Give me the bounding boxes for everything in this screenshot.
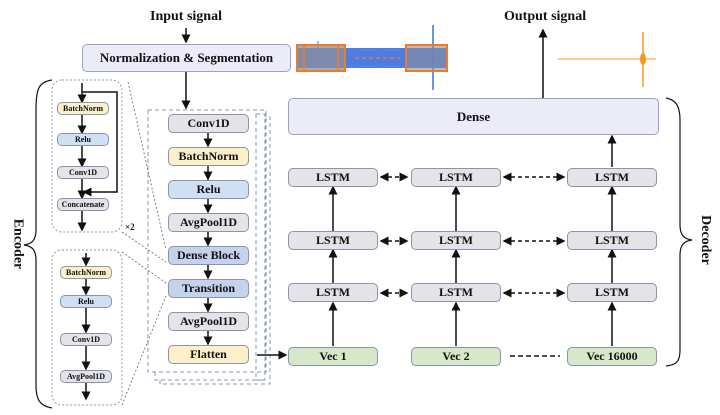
stack-relu: Relu bbox=[168, 180, 249, 199]
stack-conv1d: Conv1D bbox=[168, 114, 249, 133]
stack-dense-block: Dense Block bbox=[168, 246, 249, 265]
transition-batchnorm-label: BatchNorm bbox=[66, 268, 106, 277]
transition-batchnorm: BatchNorm bbox=[60, 266, 112, 279]
normalization-label: Normalization & Segmentation bbox=[99, 50, 274, 65]
segment-window-2 bbox=[405, 44, 448, 72]
transition-avgpool1d-label: AvgPool1D bbox=[66, 372, 106, 381]
stack-flatten-label: Flatten bbox=[190, 347, 227, 361]
lstm-cell: LSTM bbox=[411, 168, 501, 187]
transition-relu-label: Relu bbox=[78, 297, 94, 306]
lstm-cell: LSTM bbox=[411, 283, 501, 302]
lstm-label: LSTM bbox=[438, 233, 473, 247]
lstm-label: LSTM bbox=[438, 170, 473, 184]
stack-conv1d-label: Conv1D bbox=[187, 116, 230, 130]
lstm-cell: LSTM bbox=[288, 283, 378, 302]
lstm-label: LSTM bbox=[594, 170, 629, 184]
transition-conv1d-label: Conv1D bbox=[71, 335, 100, 344]
lstm-label: LSTM bbox=[315, 285, 350, 299]
decoder-label: Decoder bbox=[697, 215, 713, 265]
vec-16000-label: Vec 16000 bbox=[586, 349, 638, 363]
detail-conv1d-label: Conv1D bbox=[68, 168, 97, 177]
lstm-cell: LSTM bbox=[411, 231, 501, 250]
stack-avgpool1d-2: AvgPool1D bbox=[168, 312, 249, 331]
stack-batchnorm-label: BatchNorm bbox=[178, 149, 239, 163]
detail-conv1d: Conv1D bbox=[57, 166, 109, 179]
vec-2: Vec 2 bbox=[411, 347, 501, 366]
vec-2-label: Vec 2 bbox=[442, 349, 470, 363]
vec-1: Vec 1 bbox=[288, 347, 378, 366]
stack-avgpool1d-1-label: AvgPool1D bbox=[179, 215, 238, 229]
lstm-cell: LSTM bbox=[567, 231, 657, 250]
detail-batchnorm: BatchNorm bbox=[57, 102, 109, 115]
vec-1-label: Vec 1 bbox=[319, 349, 347, 363]
segment-window-1 bbox=[296, 44, 346, 72]
lstm-label: LSTM bbox=[315, 233, 350, 247]
lstm-label: LSTM bbox=[594, 233, 629, 247]
stack-avgpool1d-1: AvgPool1D bbox=[168, 213, 249, 232]
lstm-label: LSTM bbox=[594, 285, 629, 299]
output-waveform bbox=[558, 32, 656, 87]
dense-label: Dense bbox=[456, 108, 491, 124]
transition-relu: Relu bbox=[60, 295, 112, 308]
lstm-cell: LSTM bbox=[288, 168, 378, 187]
decoder-vertical-arrows bbox=[328, 134, 617, 346]
stack-flatten: Flatten bbox=[168, 345, 249, 364]
input-signal-label: Input signal bbox=[150, 9, 222, 24]
stack-transition-label: Transition bbox=[181, 281, 236, 295]
detail-batchnorm-label: BatchNorm bbox=[63, 104, 103, 113]
stack-transition: Transition bbox=[168, 279, 249, 298]
transition-conv1d: Conv1D bbox=[60, 333, 112, 346]
stack-avgpool1d-2-label: AvgPool1D bbox=[179, 314, 238, 328]
input-waveform bbox=[296, 25, 448, 90]
lstm-cell: LSTM bbox=[567, 283, 657, 302]
stack-relu-label: Relu bbox=[196, 182, 221, 196]
stack-batchnorm: BatchNorm bbox=[168, 147, 249, 166]
encoder-label: Encoder bbox=[10, 218, 26, 270]
output-signal-label: Output signal bbox=[504, 9, 587, 24]
detail-relu: Relu bbox=[57, 133, 109, 146]
repeat-label: ×2 bbox=[125, 222, 135, 232]
dense-box: Dense bbox=[288, 98, 659, 135]
lstm-cell: LSTM bbox=[567, 168, 657, 187]
lstm-label: LSTM bbox=[315, 170, 350, 184]
transition-avgpool1d: AvgPool1D bbox=[60, 370, 112, 383]
lstm-label: LSTM bbox=[438, 285, 473, 299]
stack-dense-block-label: Dense Block bbox=[177, 248, 240, 262]
normalization-segmentation-box: Normalization & Segmentation bbox=[82, 44, 291, 72]
detail-relu-label: Relu bbox=[75, 135, 91, 144]
lstm-cell: LSTM bbox=[288, 231, 378, 250]
lstm-bidirectional-links bbox=[379, 172, 566, 298]
detail-concatenate-label: Concatenate bbox=[61, 200, 105, 209]
vec-16000: Vec 16000 bbox=[567, 347, 657, 366]
detail-concatenate: Concatenate bbox=[57, 198, 109, 211]
